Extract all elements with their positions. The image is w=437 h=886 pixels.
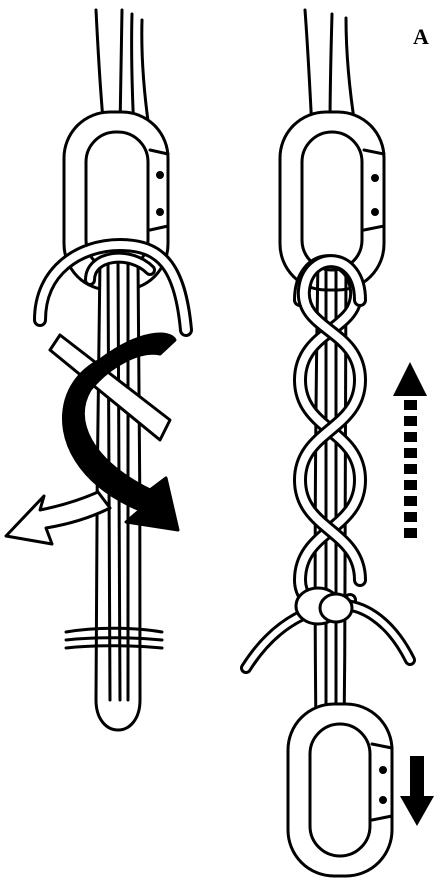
solid-down-arrow xyxy=(400,756,434,826)
right-lower-carabiner xyxy=(288,704,392,876)
right-chain-loops xyxy=(300,261,360,610)
white-wrap-arrow xyxy=(6,492,110,544)
dashed-up-arrow xyxy=(393,362,427,538)
right-knot xyxy=(246,588,410,668)
left-illustration xyxy=(6,10,186,730)
right-illustration xyxy=(246,10,410,876)
